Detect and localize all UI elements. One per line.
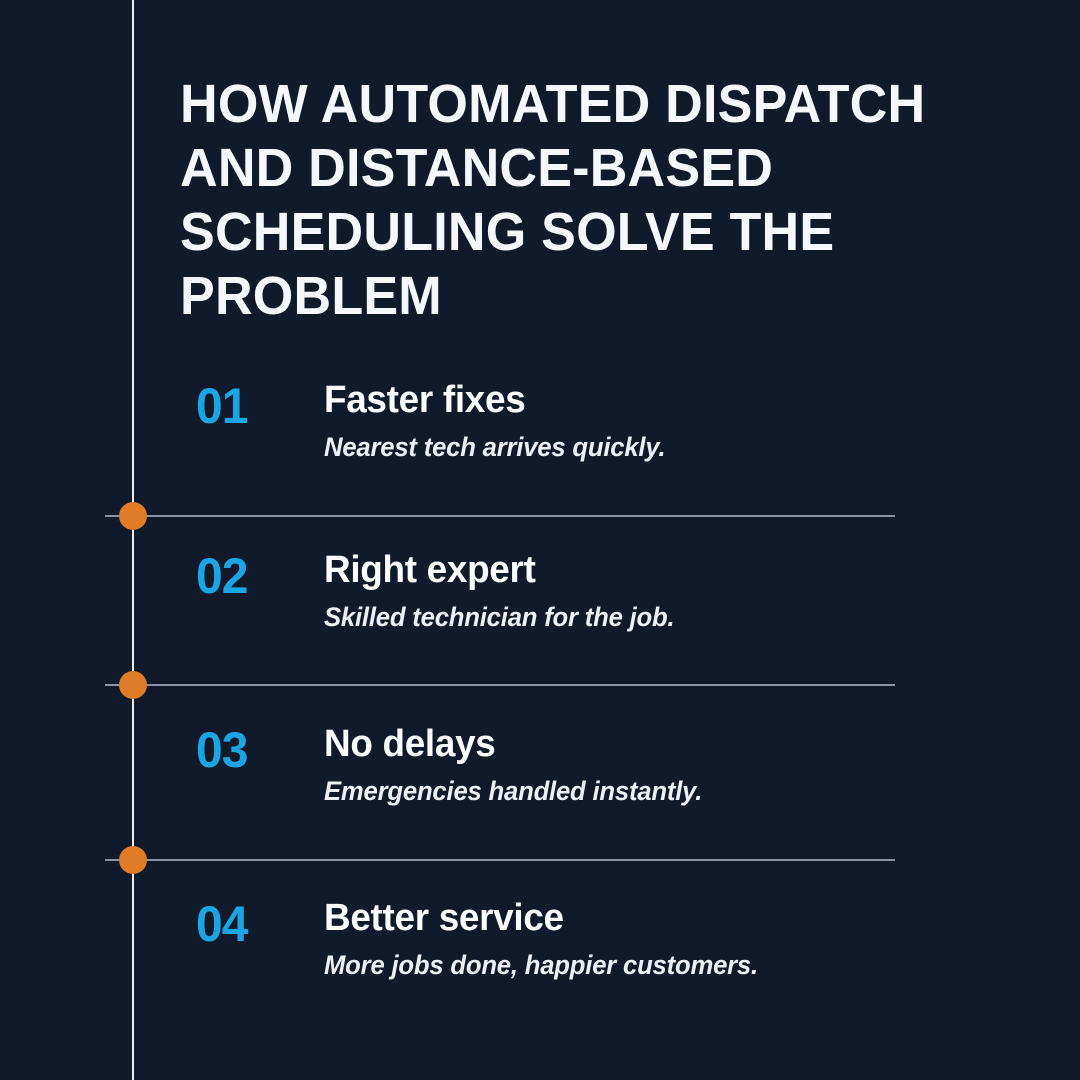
item-description: Nearest tech arrives quickly.: [324, 432, 666, 462]
timeline-rail: [132, 0, 134, 1080]
timeline-divider: [105, 684, 895, 686]
item-heading: Better service: [324, 897, 564, 939]
timeline-divider: [105, 859, 895, 861]
timeline-dot-icon: [119, 671, 147, 699]
page-title: HOW AUTOMATED DISPATCH AND DISTANCE-BASE…: [180, 74, 926, 326]
item-description: Emergencies handled instantly.: [324, 776, 703, 806]
item-number: 03: [196, 722, 248, 778]
timeline-divider: [105, 515, 895, 517]
list-item: 02 Right expert Skilled technician for t…: [196, 548, 1056, 633]
list-item: 03 No delays Emergencies handled instant…: [196, 722, 1056, 807]
timeline-dot-icon: [119, 502, 147, 530]
item-number: 02: [196, 548, 248, 604]
item-description: More jobs done, happier customers.: [324, 950, 758, 980]
item-text-column: Faster fixes Nearest tech arrives quickl…: [276, 378, 1056, 463]
list-item: 04 Better service More jobs done, happie…: [196, 896, 1056, 981]
item-text-column: Right expert Skilled technician for the …: [276, 548, 1056, 633]
item-heading: Faster fixes: [324, 379, 526, 421]
item-heading: Right expert: [324, 549, 536, 591]
item-heading: No delays: [324, 723, 496, 765]
item-description: Skilled technician for the job.: [324, 602, 675, 632]
item-number: 01: [196, 378, 248, 434]
timeline-dot-icon: [119, 846, 147, 874]
item-text-column: Better service More jobs done, happier c…: [276, 896, 1056, 981]
item-number: 04: [196, 896, 248, 952]
list-item: 01 Faster fixes Nearest tech arrives qui…: [196, 378, 1056, 463]
item-text-column: No delays Emergencies handled instantly.: [276, 722, 1056, 807]
